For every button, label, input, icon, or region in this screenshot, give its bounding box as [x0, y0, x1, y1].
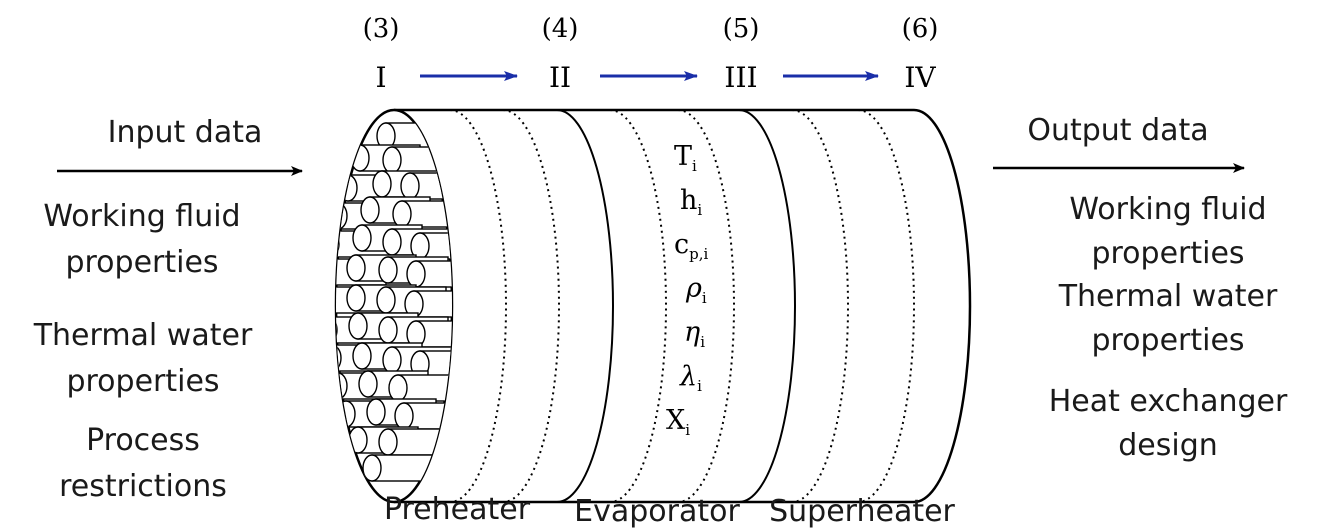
variable-3: cp,i: [674, 229, 708, 263]
tube: [406, 260, 452, 288]
dotted-division-lines: [449, 109, 915, 503]
output-item-2-line1: Thermal water: [1058, 279, 1278, 314]
tube: [394, 402, 452, 430]
tube: [378, 428, 449, 456]
station-label-I: I: [375, 61, 386, 94]
section-label-preheater: Preheater: [384, 492, 531, 527]
station-number-4: (4): [542, 14, 579, 44]
station-label-II: II: [549, 61, 571, 94]
variable-5: ηi: [684, 317, 705, 351]
station-label-III: III: [724, 61, 757, 94]
input-item-3-line2: restrictions: [59, 469, 227, 504]
output-item-3-line2: design: [1118, 428, 1218, 463]
output-item-2-line2: properties: [1091, 323, 1244, 358]
input-item-1-line1: Working fluid: [43, 199, 240, 234]
variable-4: ρi: [685, 273, 707, 307]
output-item-1-line1: Working fluid: [1069, 192, 1266, 227]
variable-1: Ti: [674, 141, 697, 175]
tube-bundle-face: [334, 108, 454, 504]
station-number-3: (3): [363, 14, 400, 44]
tube: [362, 454, 433, 482]
input-item-2-line2: properties: [66, 364, 219, 399]
input-item-3-line1: Process: [86, 423, 200, 458]
section-boundaries: [556, 109, 796, 503]
input-item-2-line1: Thermal water: [33, 318, 253, 353]
cylinder-body: [394, 108, 972, 504]
station-label-IV: IV: [904, 61, 936, 94]
variable-6: λi: [679, 361, 702, 395]
variable-7: Xi: [666, 405, 690, 439]
station-number-6: (6): [902, 14, 939, 44]
input-item-1-line2: properties: [65, 245, 218, 280]
output-data-title: Output data: [1027, 113, 1208, 148]
station-number-5: (5): [723, 14, 760, 44]
tube: [400, 172, 452, 200]
output-item-1-line2: properties: [1091, 236, 1244, 271]
input-data-title: Input data: [108, 115, 263, 150]
tube: [382, 146, 452, 174]
tube: [410, 232, 452, 260]
variable-2: hi: [680, 185, 702, 219]
section-label-superheater: Superheater: [769, 494, 955, 529]
output-item-3-line1: Heat exchanger: [1049, 384, 1288, 419]
section-label-evaporator: Evaporator: [574, 494, 740, 529]
tube: [392, 200, 452, 228]
